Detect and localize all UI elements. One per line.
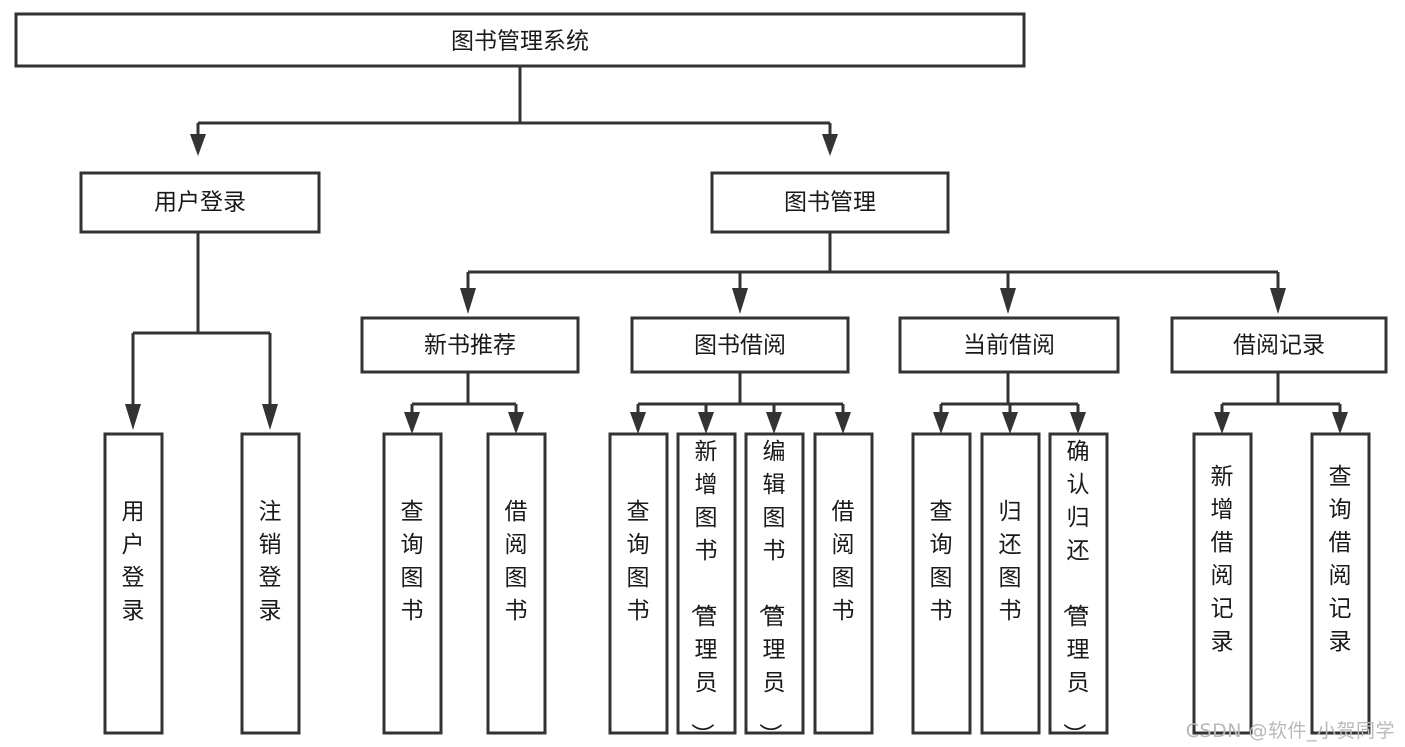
node-new-book-recommend[interactable]: 新书推荐 bbox=[360, 316, 580, 374]
leaf-node[interactable]: 新增图书（管理员） bbox=[676, 432, 737, 746]
arrowhead-current-borrow bbox=[1000, 288, 1016, 314]
arrowhead-cb-leaf-3 bbox=[1070, 412, 1086, 434]
arrowhead-borrow-record bbox=[1270, 288, 1286, 314]
arrowhead-br-leaf-1 bbox=[1214, 412, 1230, 434]
leaf-cb-return-book-label: 归还图书 bbox=[999, 499, 1022, 624]
node-book-borrow-label: 图书借阅 bbox=[694, 333, 786, 359]
leaf-cb-query-book-box[interactable] bbox=[911, 432, 972, 735]
node-current-borrow-box[interactable] bbox=[898, 316, 1120, 374]
connector-group-book-manage bbox=[460, 233, 1286, 314]
node-book-borrow-box[interactable] bbox=[630, 316, 850, 374]
leaf-node[interactable]: 归还图书 bbox=[980, 432, 1041, 735]
node-borrow-record-label: 借阅记录 bbox=[1233, 333, 1325, 359]
connector-group-current-borrow bbox=[933, 372, 1086, 434]
node-book-manage-label: 图书管理 bbox=[784, 190, 876, 216]
node-user-login[interactable]: 用户登录 bbox=[79, 171, 321, 234]
node-new-book-recommend-box[interactable] bbox=[360, 316, 580, 374]
node-root[interactable]: 图书管理系统 bbox=[14, 12, 1026, 68]
arrowhead-user-login bbox=[190, 134, 206, 156]
arrowhead-leaf-user-login bbox=[125, 404, 141, 430]
arrowhead-book-manage bbox=[822, 134, 838, 156]
connector-group-user-login bbox=[125, 232, 278, 430]
node-book-borrow[interactable]: 图书借阅 bbox=[630, 316, 850, 374]
connector-group-new-book-recommend bbox=[404, 372, 524, 434]
arrowhead-br-leaf-2 bbox=[1332, 412, 1348, 434]
leaf-node[interactable]: 查询图书 bbox=[382, 432, 443, 735]
leaf-nbr-query-book-label: 查询图书 bbox=[401, 499, 424, 624]
connector-group-book-borrow bbox=[630, 372, 851, 434]
leaf-node[interactable]: 查询图书 bbox=[911, 432, 972, 735]
leaf-bb-edit-book-label: 编辑图书（管理员） bbox=[757, 439, 786, 746]
leaf-node[interactable]: 注销登录 bbox=[240, 432, 301, 735]
leaf-bb-borrow-book-label: 借阅图书 bbox=[832, 499, 855, 624]
leaf-bb-query-book-box[interactable] bbox=[608, 432, 669, 735]
arrowhead-new-book-recommend bbox=[460, 288, 476, 314]
leaf-br-query-record-box[interactable] bbox=[1310, 432, 1371, 735]
node-new-book-recommend-label: 新书推荐 bbox=[424, 333, 516, 359]
connector-group-borrow-record bbox=[1214, 372, 1348, 434]
arrowhead-bb-leaf-2 bbox=[698, 412, 714, 434]
leaf-logout-box[interactable] bbox=[240, 432, 301, 735]
arrowhead-cb-leaf-1 bbox=[933, 412, 949, 434]
node-user-login-box[interactable] bbox=[79, 171, 321, 234]
leaf-node[interactable]: 编辑图书（管理员） bbox=[744, 432, 805, 746]
node-root-label: 图书管理系统 bbox=[451, 29, 589, 55]
arrowhead-leaf-logout bbox=[262, 404, 278, 430]
arrowhead-nbr-leaf-1 bbox=[404, 412, 420, 434]
leaf-br-add-record-box[interactable] bbox=[1192, 432, 1253, 735]
leaf-user-login-label: 用户登录 bbox=[122, 499, 145, 624]
node-borrow-record-box[interactable] bbox=[1170, 316, 1388, 374]
leaf-node[interactable]: 用户登录 bbox=[103, 432, 164, 735]
arrowhead-bb-leaf-1 bbox=[630, 412, 646, 434]
leaf-nbr-borrow-book-label: 借阅图书 bbox=[505, 499, 528, 624]
arrowhead-cb-leaf-2 bbox=[1002, 412, 1018, 434]
node-borrow-record[interactable]: 借阅记录 bbox=[1170, 316, 1388, 374]
leaf-br-add-record-label: 新增借阅记录 bbox=[1211, 464, 1234, 655]
leaf-bb-add-book-label: 新增图书（管理员） bbox=[689, 439, 718, 746]
arrowhead-bb-leaf-3 bbox=[766, 412, 782, 434]
leaf-node[interactable]: 查询借阅记录 bbox=[1310, 432, 1371, 735]
leaf-bb-edit-book-box[interactable] bbox=[744, 432, 805, 735]
leaf-node[interactable]: 确认归还（管理员） bbox=[1048, 432, 1109, 746]
leaf-bb-borrow-book-box[interactable] bbox=[813, 432, 874, 735]
arrowhead-bb-leaf-4 bbox=[835, 412, 851, 434]
leaf-cb-query-book-label: 查询图书 bbox=[930, 499, 953, 624]
leaf-node[interactable]: 查询图书 bbox=[608, 432, 669, 735]
leaf-nbr-query-book-box[interactable] bbox=[382, 432, 443, 735]
leaf-cb-confirm-return-label: 确认归还（管理员） bbox=[1061, 439, 1090, 746]
leaf-nbr-borrow-book-box[interactable] bbox=[486, 432, 547, 735]
arrowhead-nbr-leaf-2 bbox=[508, 412, 524, 434]
node-book-manage[interactable]: 图书管理 bbox=[710, 171, 950, 234]
leaf-node[interactable]: 新增借阅记录 bbox=[1192, 432, 1253, 735]
node-current-borrow[interactable]: 当前借阅 bbox=[898, 316, 1120, 374]
leaf-cb-return-book-box[interactable] bbox=[980, 432, 1041, 735]
leaf-node[interactable]: 借阅图书 bbox=[486, 432, 547, 735]
leaf-br-query-record-label: 查询借阅记录 bbox=[1329, 464, 1352, 655]
leaf-user-login-box[interactable] bbox=[103, 432, 164, 735]
leaf-logout-label: 注销登录 bbox=[259, 499, 282, 624]
leaf-bb-query-book-label: 查询图书 bbox=[627, 499, 650, 624]
node-root-box[interactable] bbox=[14, 12, 1026, 68]
leaf-cb-confirm-return-box[interactable] bbox=[1048, 432, 1109, 735]
leaf-node[interactable]: 借阅图书 bbox=[813, 432, 874, 735]
leaf-bb-add-book-box[interactable] bbox=[676, 432, 737, 735]
arrowhead-book-borrow bbox=[732, 288, 748, 314]
connector-group-root bbox=[190, 67, 838, 156]
node-user-login-label: 用户登录 bbox=[154, 190, 246, 216]
node-current-borrow-label: 当前借阅 bbox=[963, 333, 1055, 359]
node-book-manage-box[interactable] bbox=[710, 171, 950, 234]
